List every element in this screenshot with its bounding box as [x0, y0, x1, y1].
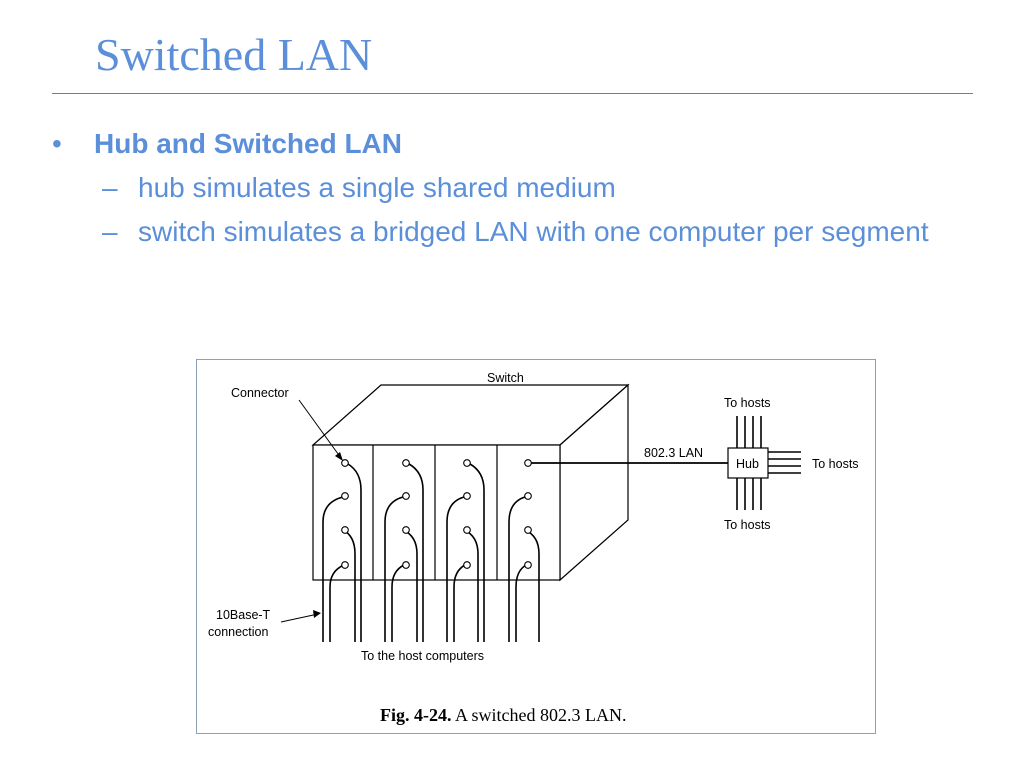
caption-fig-label: Fig. 4-24. — [380, 705, 452, 725]
connector-pointer — [298, 399, 343, 461]
lan-label: 802.3 LAN — [644, 446, 703, 460]
sub-bullet-text: hub simulates a single shared medium — [138, 172, 616, 203]
port-connector — [402, 459, 410, 569]
hub-host-lines — [736, 416, 801, 510]
to-hosts-top-label: To hosts — [724, 396, 771, 410]
hub-box — [727, 447, 769, 479]
title-divider — [52, 93, 973, 94]
hub-label: Hub — [736, 457, 759, 471]
port-connector — [463, 459, 471, 569]
bullet-text: Hub and Switched LAN — [94, 128, 402, 159]
sub-bullet-item: – hub simulates a single shared medium — [52, 166, 982, 210]
slide-title: Switched LAN — [95, 29, 373, 80]
bullet-list: • Hub and Switched LAN – hub simulates a… — [52, 124, 982, 254]
connector-label: Connector — [231, 386, 289, 400]
caption-text: A switched 802.3 LAN. — [452, 705, 627, 725]
figure-caption: Fig. 4-24. A switched 802.3 LAN. — [380, 705, 627, 725]
tenbase-label-line2: connection — [208, 625, 269, 639]
host-computers-label: To the host computers — [361, 649, 484, 663]
tenbase-label-line1: 10Base-T — [216, 608, 271, 622]
port-connector — [524, 459, 532, 569]
to-hosts-bottom-label: To hosts — [724, 518, 771, 532]
sub-bullet-text: switch simulates a bridged LAN with one … — [138, 216, 929, 247]
sub-bullet-item: – switch simulates a bridged LAN with on… — [52, 210, 968, 254]
switch-front-face — [312, 444, 561, 581]
sub-bullet-marker: – — [102, 172, 118, 203]
switch-diagram: Switch Connector 802.3 LAN Hub To hosts … — [208, 371, 859, 725]
bullet-marker: • — [52, 128, 62, 159]
switch-label: Switch — [487, 371, 524, 385]
sub-bullet-marker: – — [102, 216, 118, 247]
tenbase-pointer — [280, 610, 321, 623]
to-hosts-right-label: To hosts — [812, 457, 859, 471]
port-connector — [341, 459, 349, 569]
bullet-item: • Hub and Switched LAN — [52, 124, 982, 164]
switch-diagram-figure: Switch Connector 802.3 LAN Hub To hosts … — [196, 359, 876, 734]
